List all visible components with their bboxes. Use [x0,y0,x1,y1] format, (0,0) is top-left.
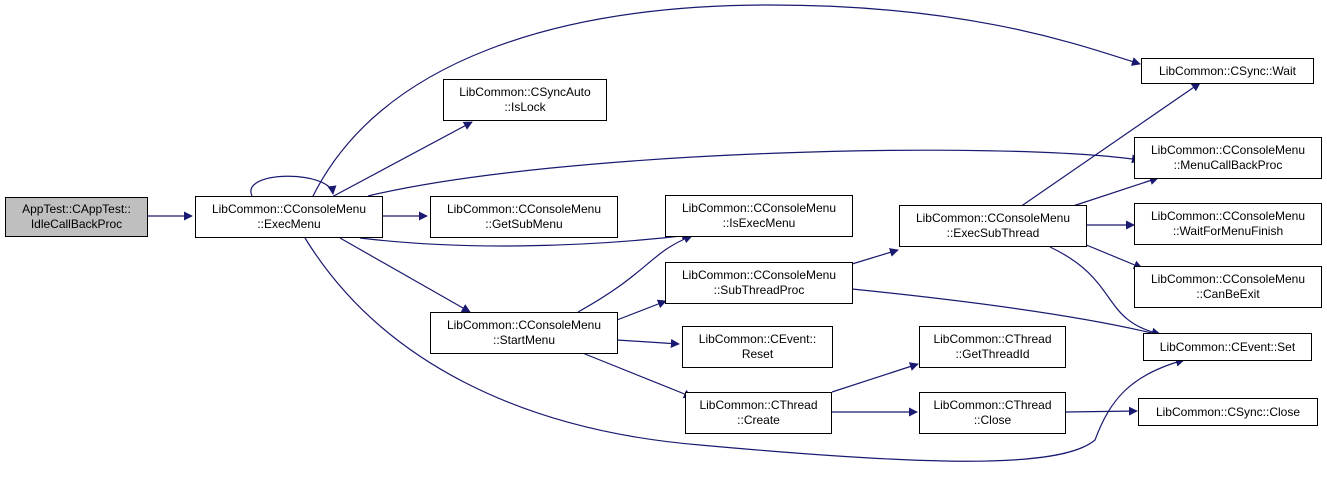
node-event-set[interactable]: LibCommon::CEvent::Set [1143,333,1312,361]
node-can-be-exit[interactable]: LibCommon::CConsoleMenu ::CanBeExit [1134,266,1322,308]
node-is-lock[interactable]: LibCommon::CSyncAuto ::IsLock [443,79,607,121]
node-label-line2: ::CanBeExit [1196,287,1260,301]
node-thread-close[interactable]: LibCommon::CThread ::Close [919,392,1066,434]
node-label-line1: LibCommon::CThread [699,398,818,412]
node-label-line1: LibCommon::CEvent:: [698,332,817,346]
node-sync-close[interactable]: LibCommon::CSync::Close [1138,398,1318,426]
edge-start-menu-to-thread-create [579,351,693,399]
edge-exec-sub-thread-to-can-be-exit [1083,243,1143,270]
node-is-exec-menu[interactable]: LibCommon::CConsoleMenu ::IsExecMenu [665,195,853,237]
edge-thread-create-to-get-thread-id [831,362,919,393]
node-label-line1: LibCommon::CSync::Close [1155,404,1301,419]
edge-exec-sub-thread-to-event-set [1049,246,1161,337]
node-label-line2: IdleCallBackProc [30,217,123,231]
node-label-line1: LibCommon::CConsoleMenu [915,211,1071,225]
edge-exec-menu-to-is-lock [329,121,473,199]
node-label-line2: ::ExecSubThread [946,226,1040,240]
edge-exec-menu-to-sync-wait [311,4,1141,199]
node-thread-create[interactable]: LibCommon::CThread ::Create [685,392,832,434]
node-label-line2: ::WaitForMenuFinish [1172,224,1284,238]
node-idle-callback-proc[interactable]: AppTest::CAppTest:: IdleCallBackProc [5,197,148,237]
node-start-menu[interactable]: LibCommon::CConsoleMenu ::StartMenu [430,312,618,354]
node-label-line2: ::ExecMenu [257,217,321,231]
node-label-line1: LibCommon::CConsoleMenu [1150,143,1306,157]
node-label-line1: LibCommon::CConsoleMenu [1150,209,1306,223]
node-label-line1: LibCommon::CConsoleMenu [446,318,602,332]
node-get-sub-menu[interactable]: LibCommon::CConsoleMenu ::GetSubMenu [430,196,618,238]
edge-thread-close-to-sync-close [1065,406,1138,416]
node-label-line2: ::IsExecMenu [722,216,796,230]
node-label-line2: ::MenuCallBackProc [1173,158,1283,172]
node-label-line2: ::GetSubMenu [485,217,563,231]
edge-start-menu-to-sub-thread-proc [616,299,667,321]
node-label-line1: LibCommon::CConsoleMenu [681,201,837,215]
edge-start-menu-to-event-reset [616,338,680,348]
node-exec-sub-thread[interactable]: LibCommon::CConsoleMenu ::ExecSubThread [899,205,1087,247]
edge-exec-sub-thread-to-sync-wait [1019,82,1201,208]
node-label-line2: ::GetThreadId [955,347,1030,361]
node-menu-callback-proc[interactable]: LibCommon::CConsoleMenu ::MenuCallBackPr… [1134,137,1322,179]
node-label-line1: LibCommon::CConsoleMenu [681,268,837,282]
edge-exec-menu-to-is-exec-menu [359,231,691,247]
edge-exec-menu-to-event-set [304,237,1185,462]
edge-sub-thread-proc-to-event-set [851,288,1161,338]
node-label-line2: Reset [741,347,774,361]
node-label-line1: LibCommon::CConsoleMenu [446,202,602,216]
node-get-thread-id[interactable]: LibCommon::CThread ::GetThreadId [919,326,1066,368]
node-label-line1: LibCommon::CConsoleMenu [211,202,367,216]
edge-exec-menu-to-menu-callback [367,149,1141,197]
node-label-line2: ::SubThreadProc [713,283,805,297]
node-exec-menu[interactable]: LibCommon::CConsoleMenu ::ExecMenu [195,196,383,238]
node-wait-for-menu-finish[interactable]: LibCommon::CConsoleMenu ::WaitForMenuFin… [1134,203,1322,245]
node-label-line1: LibCommon::CConsoleMenu [1150,272,1306,286]
node-label-line2: ::Create [737,413,780,427]
edge-exec-menu-self-loop [250,175,337,197]
node-label-line1: AppTest::CAppTest:: [22,202,131,216]
node-label-line2: ::IsLock [504,100,546,114]
node-label-line1: LibCommon::CEvent::Set [1159,339,1296,354]
node-event-reset[interactable]: LibCommon::CEvent:: Reset [682,326,833,368]
node-label-line2: ::StartMenu [492,333,556,347]
edge-exec-sub-thread-to-menu-callback [1069,176,1159,208]
edge-sub-thread-proc-to-exec-sub-thread [851,248,899,265]
node-sync-wait[interactable]: LibCommon::CSync::Wait [1141,58,1314,84]
node-label-line1: LibCommon::CSyncAuto [459,85,591,99]
edge-start-menu-to-is-exec-menu [577,234,693,313]
node-sub-thread-proc[interactable]: LibCommon::CConsoleMenu ::SubThreadProc [665,262,853,304]
edge-exec-menu-to-start-menu [339,237,471,313]
node-label-line1: LibCommon::CThread [933,398,1052,412]
node-label-line1: LibCommon::CSync::Wait [1159,63,1296,78]
node-label-line2: ::Close [973,413,1012,427]
node-label-line1: LibCommon::CThread [933,332,1052,346]
